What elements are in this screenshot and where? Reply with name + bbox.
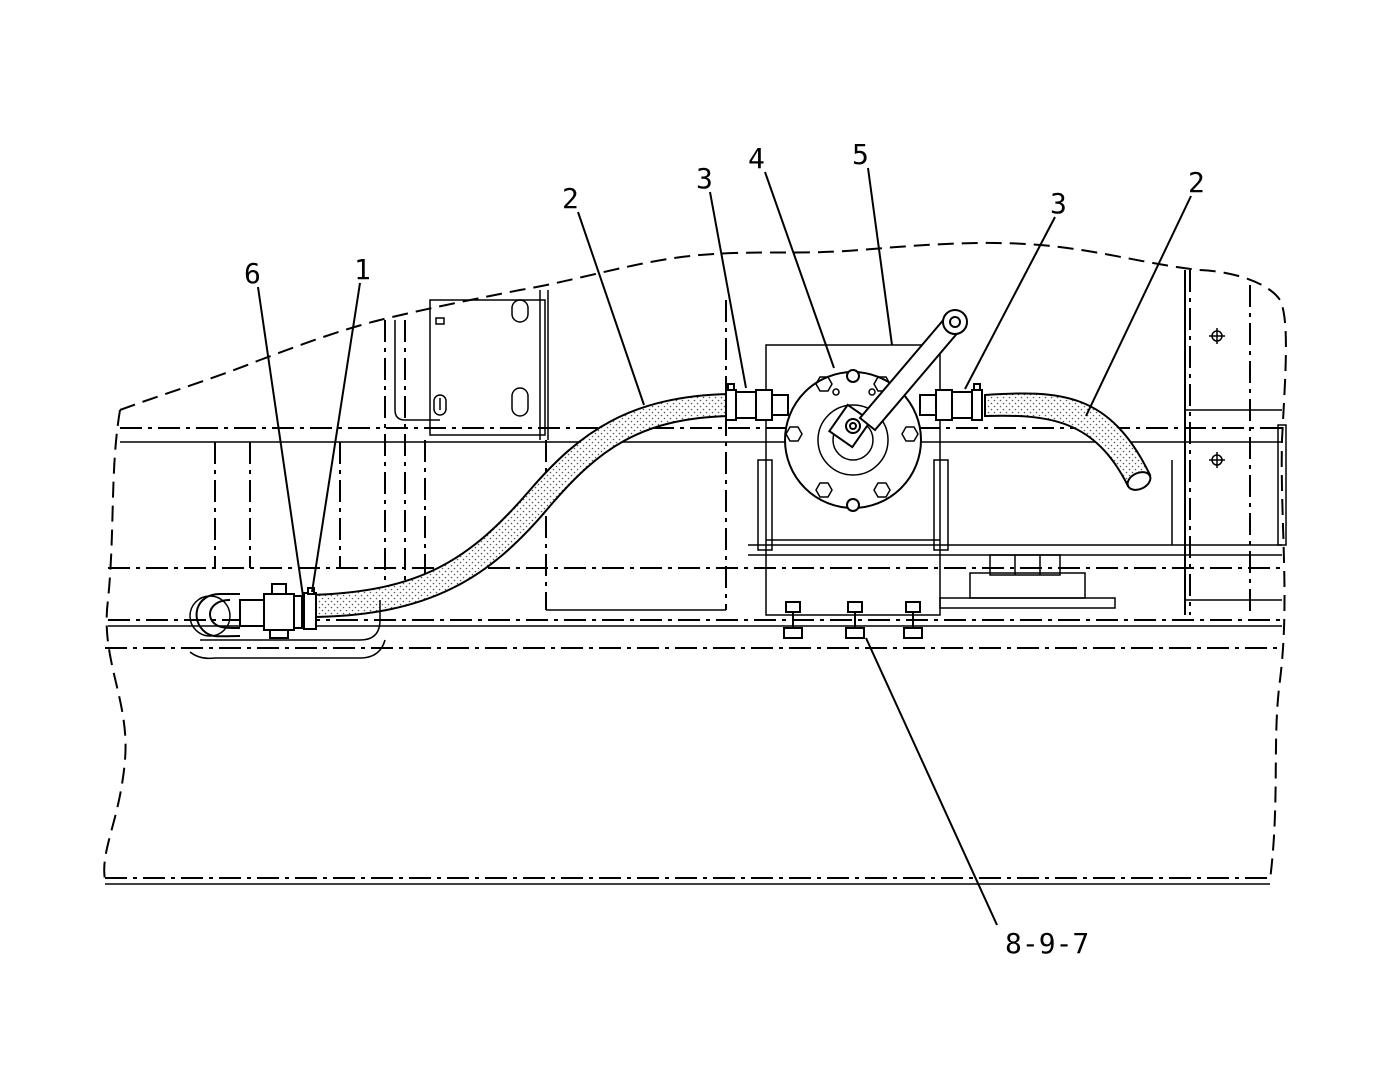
pump-fittings [725,383,983,421]
callout-1: 1 [354,253,371,286]
phantom-boundary [103,241,1287,881]
hose-right [984,392,1152,491]
leader-lines [257,167,1192,926]
callout-4: 4 [748,142,765,175]
mounting-bolts [783,601,923,639]
pump-mount-bracket [748,344,1282,616]
left-end-fitting [189,583,386,660]
callout-8-9-7: 8-9-7 [1005,927,1089,960]
left-structure [214,290,727,611]
callout-5: 5 [852,138,869,171]
pump-handle [858,309,968,432]
callout-3-right: 3 [1050,187,1067,220]
callout-3-left: 3 [696,162,713,195]
right-structure [1171,270,1287,615]
callout-6: 6 [244,257,261,290]
callout-2-left: 2 [562,182,579,215]
frame-rails [105,427,1282,885]
callout-2-right: 2 [1188,166,1205,199]
callouts: 6 1 2 3 4 5 3 2 8-9-7 [244,138,1205,960]
